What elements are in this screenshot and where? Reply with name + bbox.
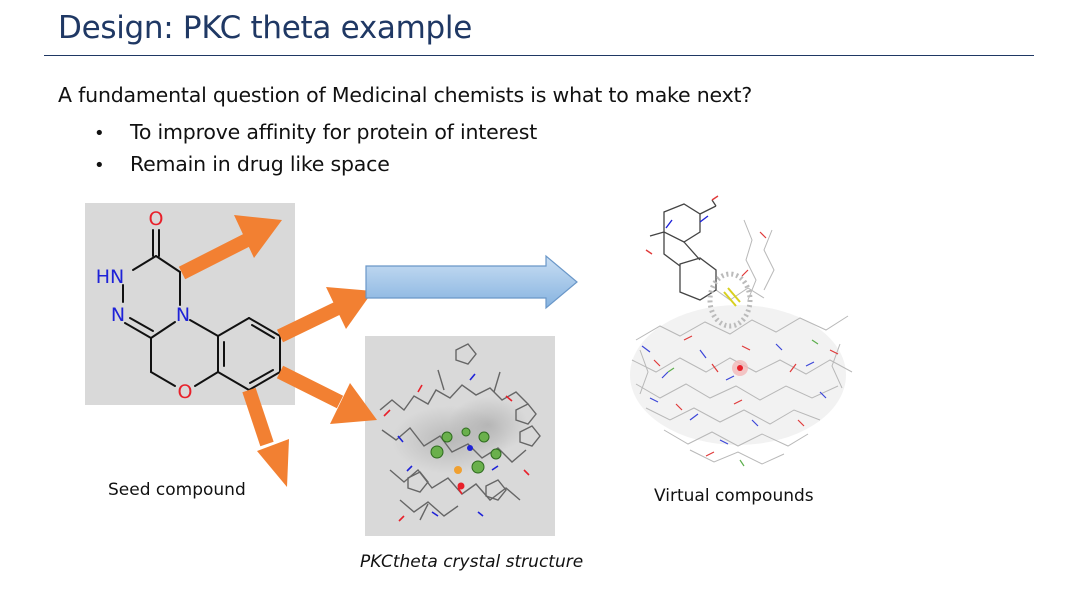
virtual-compounds-image — [630, 196, 852, 466]
atom-label-hn: HN — [96, 266, 125, 288]
blue-arrow — [366, 256, 577, 308]
atom-label-oxygen-ring: O — [178, 381, 193, 403]
atom-label-nitrogen-ring: N — [176, 304, 190, 326]
atom-label-nitrogen: N — [111, 304, 125, 326]
seed-compound-caption: Seed compound — [108, 480, 246, 500]
atom-label-oxygen: O — [149, 208, 164, 230]
crystal-structure-image — [365, 336, 555, 536]
crystal-structure-caption: PKCtheta crystal structure — [360, 552, 583, 572]
virtual-compounds-caption: Virtual compounds — [654, 486, 814, 506]
